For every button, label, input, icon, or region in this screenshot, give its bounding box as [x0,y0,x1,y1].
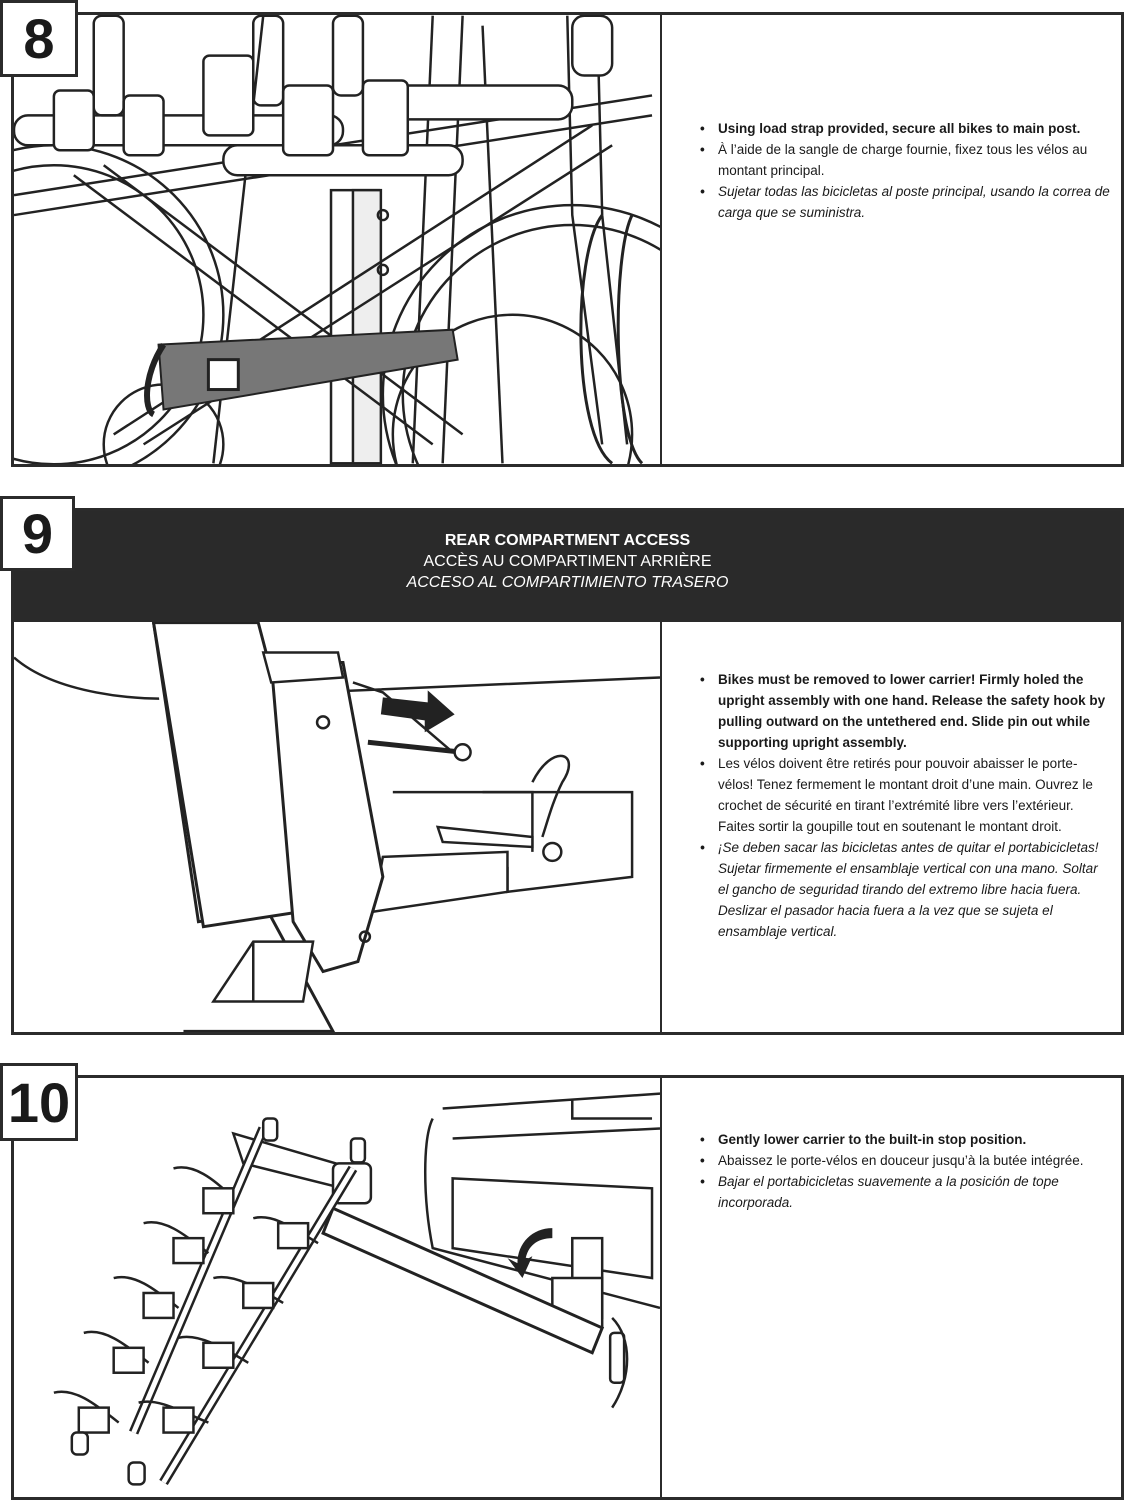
step-9-english-text: Bikes must be removed to lower carrier! … [700,669,1110,753]
lowered-carrier-illustration [53,1092,660,1486]
step-10-spanish-text: Bajar el portabicicletas suavemente a la… [700,1171,1110,1213]
step-10-instructions: Gently lower carrier to the built-in sto… [700,1129,1120,1213]
step-9-illustration [14,622,662,1032]
step-8-instructions: Using load strap provided, secure all bi… [700,118,1120,223]
hitch-pin-removal-illustration [14,622,660,1032]
step-8-french-text: À l’aide de la sangle de charge fournie,… [700,139,1110,181]
step-8-number: 8 [0,0,78,77]
step-8-illustration [14,15,662,464]
step-9-spanish-text: ¡Se deben sacar las bicicletas antes de … [700,837,1110,942]
step-10-english-text: Gently lower carrier to the built-in sto… [700,1129,1110,1150]
step-9-title-english: REAR COMPARTMENT ACCESS [444,532,691,549]
step-9-instructions: Bikes must be removed to lower carrier! … [700,669,1120,942]
step-8-spanish-text: Sujetar todas las bicicletas al poste pr… [700,181,1110,223]
step-9-title-spanish: ACCESO AL COMPARTIMIENTO TRASERO [406,574,729,591]
bike-rack-strap-illustration [14,15,660,464]
step-9-header: REAR COMPARTMENT ACCESS ACCÈS AU COMPART… [14,511,1121,622]
step-9-french-text: Les vélos doivent être retirés pour pouv… [700,753,1110,837]
step-8-english-text: Using load strap provided, secure all bi… [700,118,1110,139]
step-10-number: 10 [0,1063,78,1141]
step-9-panel: REAR COMPARTMENT ACCESS ACCÈS AU COMPART… [11,508,1124,1035]
step-9-title-french: ACCÈS AU COMPARTIMENT ARRIÈRE [423,553,712,570]
step-8-panel: Using load strap provided, secure all bi… [11,12,1124,467]
step-9-number: 9 [0,496,75,571]
step-10-illustration [14,1078,662,1497]
step-10-french-text: Abaissez le porte-vélos en douceur jusqu… [700,1150,1110,1171]
step-10-panel: Gently lower carrier to the built-in sto… [11,1075,1124,1500]
